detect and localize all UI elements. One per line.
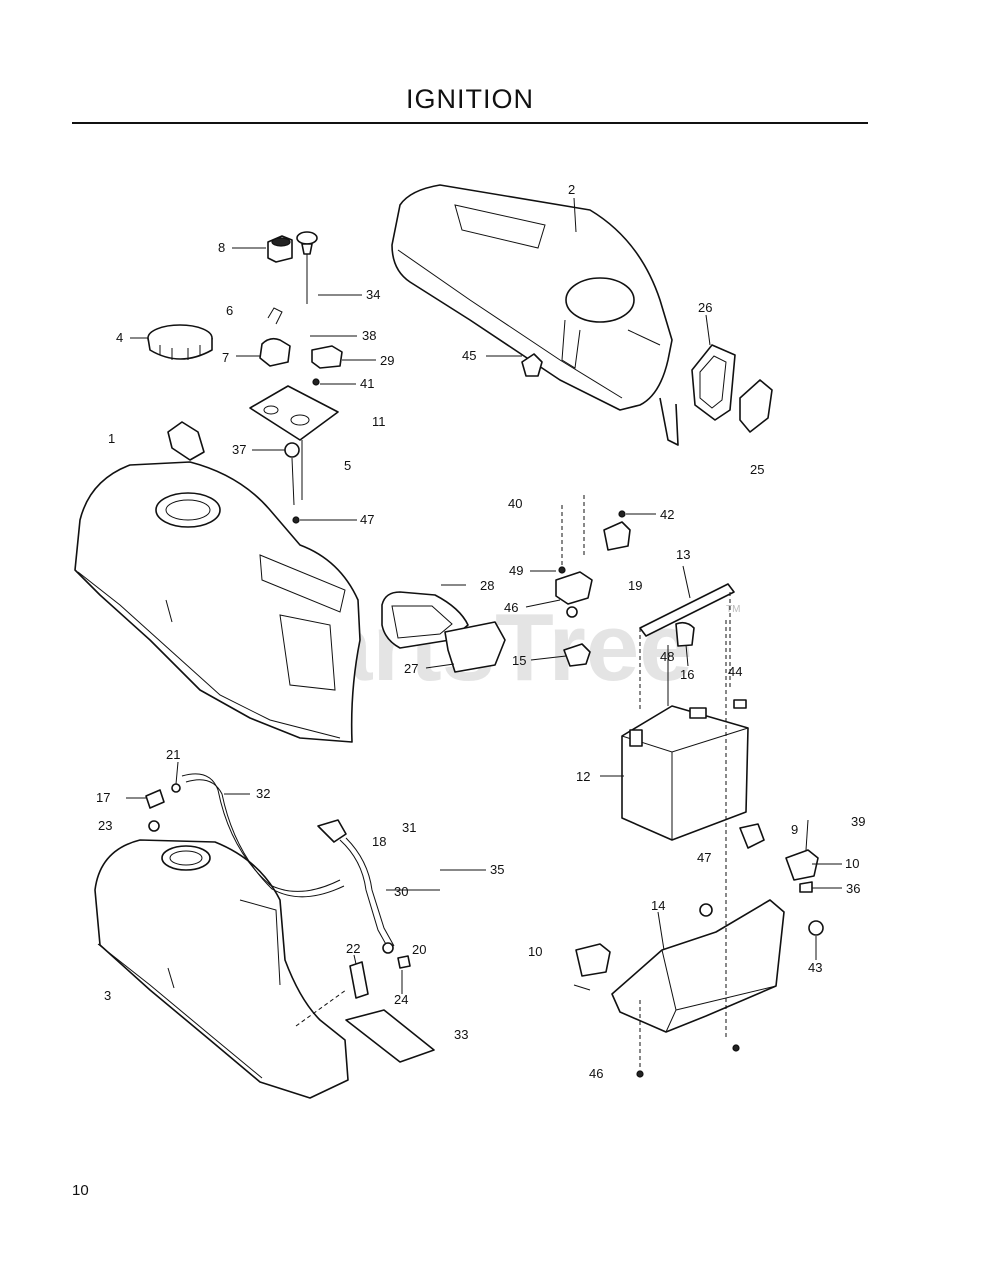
callout-47-upper: 47 xyxy=(360,512,374,527)
callout-17: 17 xyxy=(96,790,110,805)
part-side-switch[interactable] xyxy=(739,819,819,893)
callout-27: 27 xyxy=(404,661,418,676)
callout-32: 32 xyxy=(256,786,270,801)
part-small-cover[interactable] xyxy=(167,421,205,461)
callout-7: 7 xyxy=(222,350,229,365)
callout-29: 29 xyxy=(380,353,394,368)
part-switch[interactable] xyxy=(311,345,343,369)
callout-31: 31 xyxy=(402,820,416,835)
callout-2: 2 xyxy=(568,182,575,197)
callout-26: 26 xyxy=(698,300,712,315)
callout-39: 39 xyxy=(851,814,865,829)
callout-6: 6 xyxy=(226,303,233,318)
callout-19: 19 xyxy=(628,578,642,593)
callout-48: 48 xyxy=(660,649,674,664)
callout-49: 49 xyxy=(509,563,523,578)
callout-22: 22 xyxy=(346,941,360,956)
page-number: 10 xyxy=(72,1182,89,1199)
callout-24: 24 xyxy=(394,992,408,1007)
callout-14: 14 xyxy=(651,898,665,913)
callout-35: 35 xyxy=(490,862,504,877)
callout-10-right: 10 xyxy=(845,856,859,871)
callout-46-upper: 46 xyxy=(504,600,518,615)
callout-46-lower: 46 xyxy=(589,1066,603,1081)
callout-12: 12 xyxy=(576,769,590,784)
callout-20: 20 xyxy=(412,942,426,957)
callout-36: 36 xyxy=(846,881,860,896)
part-battery[interactable] xyxy=(621,705,749,841)
callout-37: 37 xyxy=(232,442,246,457)
callout-28: 28 xyxy=(480,578,494,593)
part-console-bezel[interactable] xyxy=(381,591,506,673)
part-front-body[interactable] xyxy=(74,461,361,743)
callout-labels: 1 2 3 4 5 6 7 8 9 10 10 11 12 13 14 15 1… xyxy=(96,182,865,1081)
callout-25: 25 xyxy=(750,462,764,477)
callout-4: 4 xyxy=(116,330,123,345)
callout-47-lower: 47 xyxy=(697,850,711,865)
callout-5: 5 xyxy=(344,458,351,473)
part-dash-cover[interactable] xyxy=(391,184,679,446)
part-fuel-cap[interactable] xyxy=(147,324,213,360)
callout-3: 3 xyxy=(104,988,111,1003)
callout-8: 8 xyxy=(218,240,225,255)
callout-43: 43 xyxy=(808,960,822,975)
leader-lines xyxy=(126,197,842,994)
part-ignition-switch[interactable] xyxy=(259,235,293,367)
callout-10-left: 10 xyxy=(528,944,542,959)
title-divider xyxy=(72,122,868,124)
callout-15: 15 xyxy=(512,653,526,668)
part-fuel-line[interactable] xyxy=(145,773,435,1063)
part-battery-cable[interactable] xyxy=(639,583,735,712)
callout-13: 13 xyxy=(676,547,690,562)
part-relay[interactable] xyxy=(573,943,611,991)
callout-23: 23 xyxy=(98,818,112,833)
callout-1: 1 xyxy=(108,431,115,446)
callout-30: 30 xyxy=(394,884,408,899)
part-rod-assembly[interactable] xyxy=(284,440,303,524)
part-mounting-plate[interactable] xyxy=(249,385,339,441)
callout-33: 33 xyxy=(454,1027,468,1042)
part-fuel-tank[interactable] xyxy=(94,839,349,1099)
callout-45: 45 xyxy=(462,348,476,363)
callout-41: 41 xyxy=(360,376,374,391)
callout-34: 34 xyxy=(366,287,380,302)
callout-42: 42 xyxy=(660,507,674,522)
part-control-knob[interactable] xyxy=(296,231,318,304)
callout-11: 11 xyxy=(372,414,386,429)
part-solenoid-cluster[interactable] xyxy=(555,495,631,667)
callout-18: 18 xyxy=(372,834,386,849)
part-battery-tray[interactable] xyxy=(611,620,824,1078)
page-title: IGNITION xyxy=(406,84,534,114)
callout-44: 44 xyxy=(728,664,742,679)
callout-16: 16 xyxy=(680,667,694,682)
watermark-trademark: TM xyxy=(726,604,740,615)
part-access-door[interactable] xyxy=(691,344,773,433)
callout-9: 9 xyxy=(791,822,798,837)
part-hardware[interactable] xyxy=(312,353,747,709)
callout-40: 40 xyxy=(508,496,522,511)
callout-38: 38 xyxy=(362,328,376,343)
callout-21: 21 xyxy=(166,747,180,762)
